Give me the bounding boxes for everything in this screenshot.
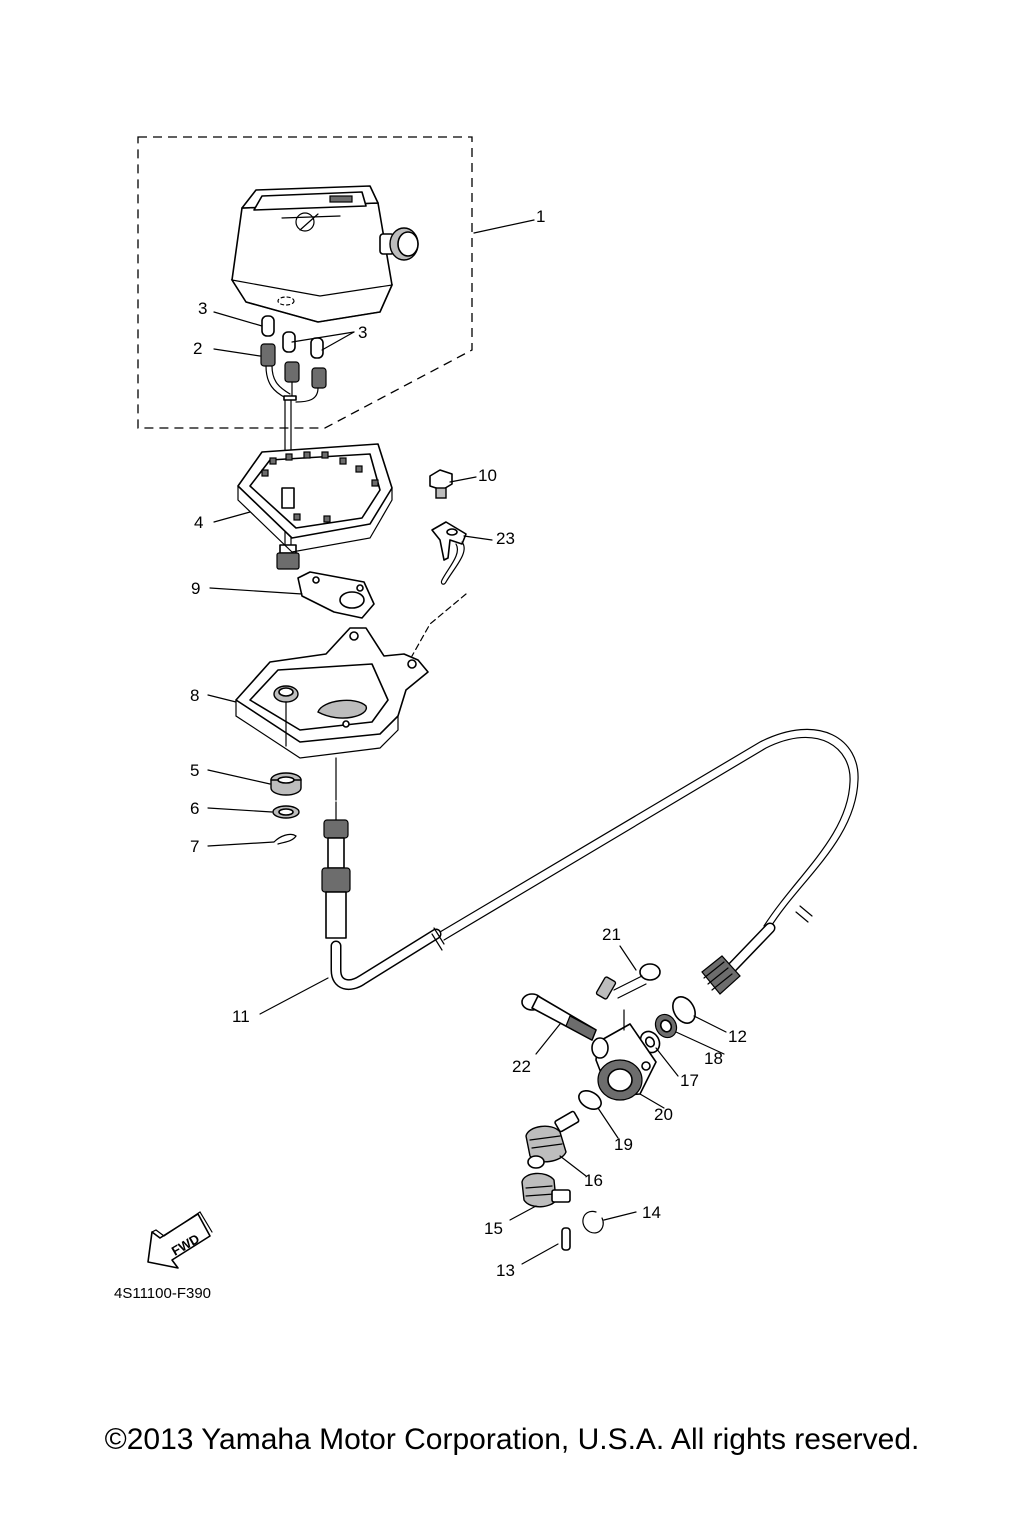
label-22: 22: [512, 1057, 531, 1076]
label-15: 15: [484, 1219, 503, 1238]
label-19: 19: [614, 1135, 633, 1154]
label-10: 10: [478, 466, 497, 485]
assembly-boundary: [137, 136, 473, 429]
connect-line-23-8: [411, 593, 467, 657]
label-4: 4: [194, 513, 203, 532]
label-13: 13: [496, 1261, 515, 1280]
part-4-cover: [237, 443, 393, 553]
label-17: 17: [680, 1071, 699, 1090]
label-12: 12: [728, 1027, 747, 1046]
part-22-bolt: [521, 993, 597, 1041]
label-6: 6: [190, 799, 199, 818]
part-9-gasket: [297, 571, 375, 619]
part-7-pin: [273, 833, 297, 845]
label-7: 7: [190, 837, 199, 856]
label-9: 9: [191, 579, 200, 598]
part-5-grommet: [270, 772, 302, 796]
label-23: 23: [496, 529, 515, 548]
part-18-bushing: [654, 1013, 678, 1039]
label-8: 8: [190, 686, 199, 705]
part-labels: 1 2 3 3 4 5 6 7 8 9 10 11 12 13 14 15 16…: [190, 207, 747, 1280]
label-1: 1: [536, 207, 545, 226]
part-21-screw: [595, 963, 661, 1000]
label-5: 5: [190, 761, 199, 780]
label-11: 11: [232, 1007, 250, 1026]
part-15-driven-gear: [521, 1172, 571, 1208]
part-20-gear-housing: [591, 1023, 657, 1101]
part-8-bracket: [235, 627, 429, 801]
leader-lines: [207, 219, 727, 1265]
part-10-bolt: [429, 469, 453, 499]
label-3: 3: [358, 323, 367, 342]
part-16-drive-gear: [525, 1110, 580, 1169]
fwd-arrow-icon: FWD: [147, 1211, 213, 1269]
part-11-cable: [321, 728, 859, 995]
part-12-oring: [672, 996, 696, 1024]
label-14: 14: [642, 1203, 661, 1222]
label-18: 18: [704, 1049, 723, 1068]
part-1-speedometer-assembly: [230, 185, 419, 323]
part-6-washer: [272, 805, 300, 819]
part-14-circlip: [582, 1210, 604, 1234]
label-16: 16: [584, 1171, 603, 1190]
label-20: 20: [654, 1105, 673, 1124]
label-21: 21: [602, 925, 621, 944]
part-2-socket-wiring: [260, 343, 327, 403]
part-23-clip: [431, 521, 467, 585]
drawing-code: 4S11100-F390: [114, 1285, 211, 1302]
part-13-pin: [561, 1227, 571, 1251]
part-19-oring: [578, 1090, 602, 1110]
label-2: 2: [193, 339, 202, 358]
copyright-notice: ©2013 Yamaha Motor Corporation, U.S.A. A…: [105, 1423, 920, 1456]
label-3: 3: [198, 299, 207, 318]
